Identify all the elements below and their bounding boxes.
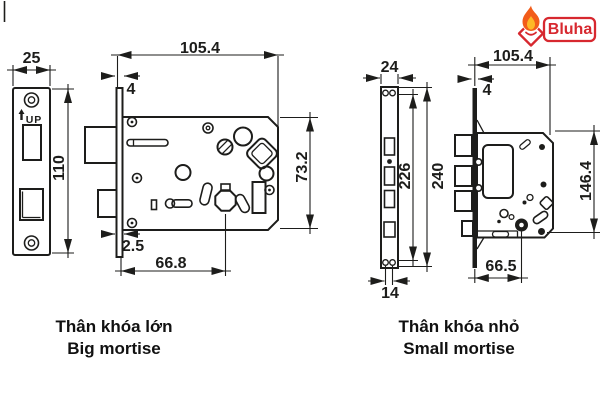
pin [522, 200, 527, 205]
spindle-follower [214, 183, 237, 212]
rivet [538, 228, 545, 235]
flame-icon [517, 5, 545, 47]
screw-hole [389, 89, 396, 97]
svg-text:4: 4 [483, 82, 492, 99]
dim-big-body-height: 73.2 [280, 112, 318, 234]
up-label: UP [26, 114, 43, 126]
latch-bolt [454, 190, 473, 212]
adjust-slot [126, 138, 169, 147]
faceplate-strip [472, 88, 477, 268]
latch-bolt [84, 126, 118, 164]
dim-big-faceplate-thickness: 2.5 [101, 230, 144, 255]
small-mortise-body [454, 88, 554, 268]
dim-big-faceplate-offset: 4 [101, 72, 140, 98]
small-mortise-caption-vi: Thân khóa nhỏ [399, 317, 520, 336]
dim-small-body-width: 105.4 [468, 48, 556, 135]
dim-small-body-height: 146.4 [547, 125, 600, 239]
motor-housing [482, 144, 514, 199]
rivet [540, 181, 547, 188]
spindle-follower [515, 218, 528, 232]
dim-big-backset: 66.8 [115, 214, 231, 276]
pivot-hole-icon [202, 122, 214, 134]
dim-small-screw-spacing: 14 [368, 266, 410, 302]
svg-text:240: 240 [430, 163, 447, 190]
aux-bolt [461, 220, 474, 237]
svg-text:105.4: 105.4 [493, 48, 533, 65]
dim-strike-plate-height: 110 [51, 84, 74, 258]
screw-hole-top-icon [23, 92, 40, 108]
dim-small-backset: 66.5 [468, 231, 528, 283]
center-hole [174, 164, 192, 181]
svg-text:66.5: 66.5 [485, 258, 516, 275]
latch-bolt [454, 165, 473, 187]
small-mortise-caption-en: Small mortise [403, 339, 515, 358]
screw-hole [382, 259, 389, 266]
deadbolt-hole [19, 188, 44, 221]
edge-hole [474, 158, 483, 167]
big-mortise-caption-vi: Thân khóa lớn [56, 317, 173, 336]
pin [497, 219, 501, 224]
dim-strike-plate-width: 25 [7, 50, 56, 86]
latch-slot [383, 137, 396, 156]
latch-hole [22, 124, 42, 161]
latch-slot [383, 189, 396, 209]
lock-case-outline [476, 132, 554, 239]
brand-logo: Bluha [517, 5, 597, 47]
edge-hole [474, 184, 483, 193]
brand-frame [542, 16, 597, 43]
dim-small-faceplate-offset: 4 [457, 75, 494, 99]
latch-slot [383, 166, 396, 186]
screw-icon [131, 172, 143, 184]
big-strike-plate: UP [12, 87, 51, 256]
slotted-screw-icon [519, 139, 531, 150]
kidney-slot [234, 193, 251, 214]
pin-hole [387, 159, 392, 164]
kidney-slot [199, 182, 213, 206]
small-hole [526, 193, 534, 202]
cylinder-hole [233, 126, 253, 147]
dim-big-body-width: 105.4 [111, 40, 284, 126]
svg-text:2.5: 2.5 [122, 238, 144, 255]
svg-text:146.4: 146.4 [578, 161, 595, 201]
svg-text:25: 25 [23, 50, 41, 67]
svg-text:110: 110 [51, 155, 68, 181]
big-mortise-caption-en: Big mortise [67, 339, 161, 358]
kidney-slot [532, 210, 549, 225]
svg-text:4: 4 [127, 81, 136, 98]
svg-text:226: 226 [397, 163, 414, 190]
dim-small-faceplate-width: 24 [363, 59, 416, 84]
dim-small-screw-span: 226 [397, 89, 418, 266]
deadbolt [97, 189, 118, 218]
spindle-square [246, 137, 278, 170]
deadbolt-slot [383, 221, 396, 238]
svg-text:105.4: 105.4 [180, 40, 220, 57]
latch-bolt [454, 134, 473, 157]
keyway-slot [251, 181, 267, 214]
dim-small-faceplate-height: 240 [399, 82, 447, 272]
svg-text:66.8: 66.8 [155, 255, 186, 272]
bottom-slot [491, 230, 510, 238]
screw-hole [389, 259, 396, 266]
small-slot [150, 199, 158, 211]
spindle-square [539, 195, 554, 211]
round-hole [258, 165, 275, 182]
lever-slot [164, 198, 193, 209]
small-hole [508, 213, 515, 221]
big-mortise-body [84, 87, 279, 258]
screw-hole-bottom-icon [23, 235, 40, 251]
up-arrow-icon [18, 109, 25, 120]
screw-icon [126, 116, 138, 128]
svg-text:14: 14 [381, 285, 399, 302]
small-hole [499, 208, 509, 219]
brand-name: Bluha [548, 21, 593, 38]
small-faceplate [380, 86, 399, 269]
rivet [539, 144, 545, 150]
screw-hole [382, 89, 389, 97]
screw-icon [126, 217, 138, 229]
svg-text:24: 24 [381, 59, 399, 76]
svg-text:73.2: 73.2 [294, 151, 311, 182]
